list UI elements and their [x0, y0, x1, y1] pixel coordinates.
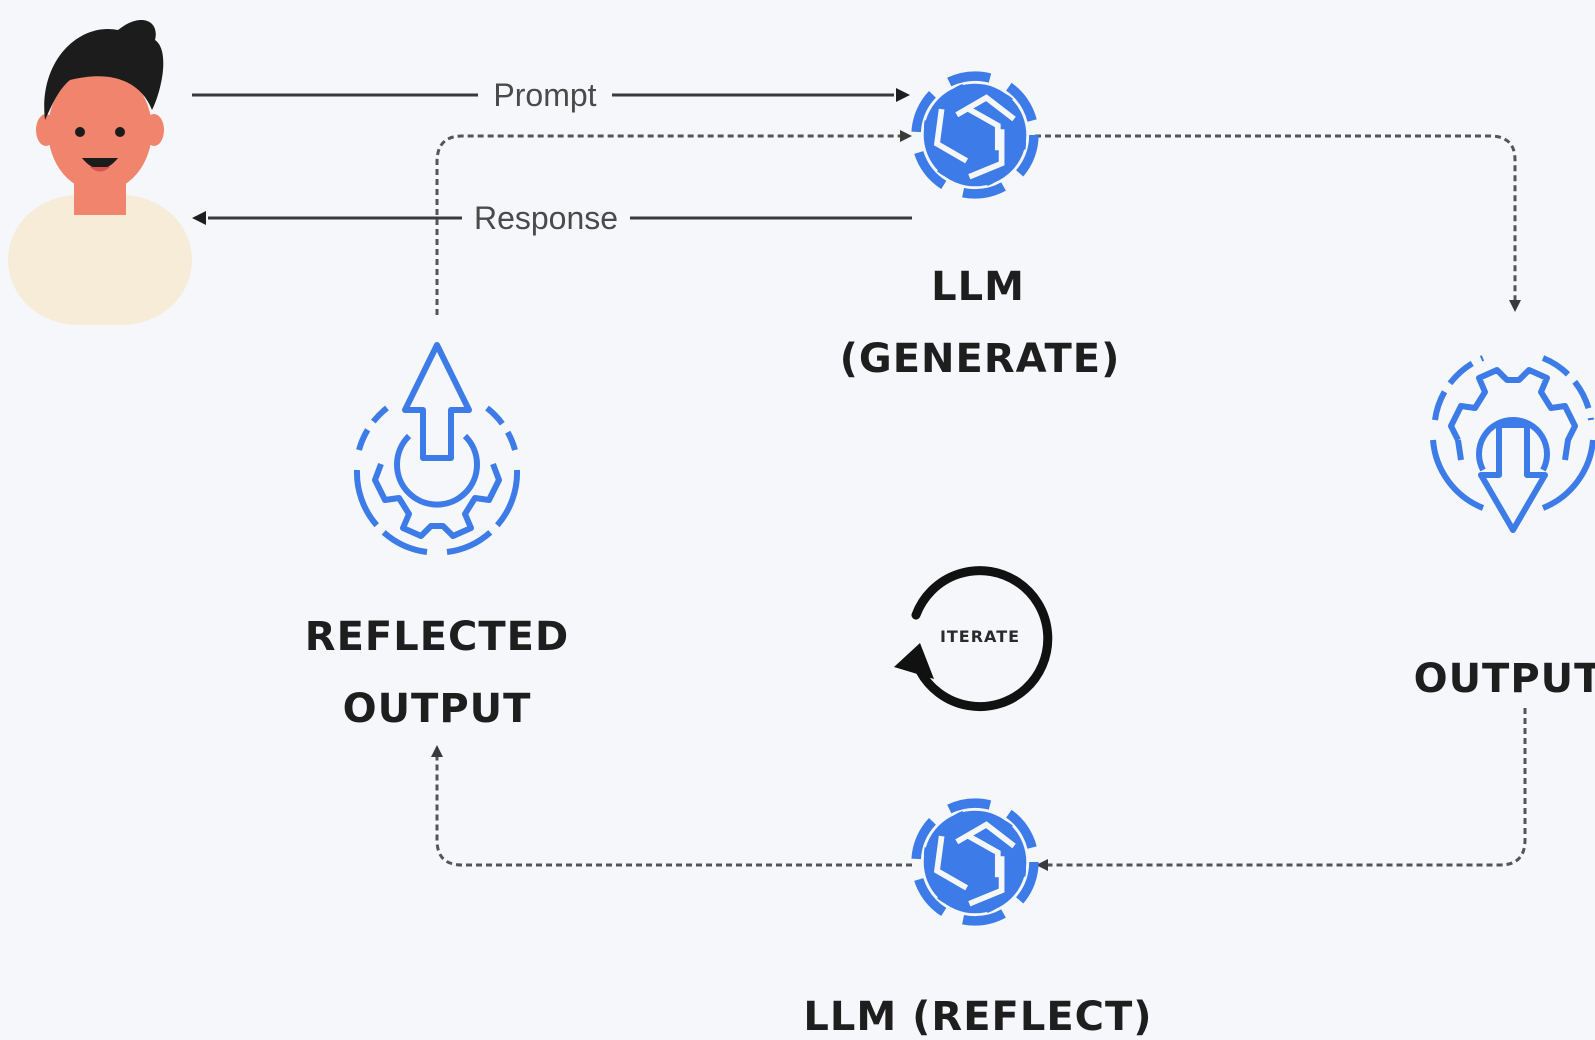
user-avatar-icon: [8, 19, 192, 325]
loop-arrowhead-reflect: [1036, 859, 1048, 871]
iterate-label: ITERATE: [940, 627, 1020, 646]
output-label: OUTPUT: [1414, 656, 1595, 702]
iteration-loop-path: [435, 134, 1527, 867]
llm-generate-label-line2: (GENERATE): [840, 336, 1121, 382]
loop-arrowhead-reflected: [431, 745, 443, 757]
openai-logo-icon: [916, 803, 1034, 921]
response-label: Response: [474, 200, 618, 236]
prompt-arrow: [192, 88, 910, 102]
gear-up-arrow-icon: [353, 342, 521, 555]
prompt-label: Prompt: [493, 77, 596, 113]
reflected-output-label-line1: REFLECTED: [305, 614, 569, 660]
llm-reflect-label: LLM (REFLECT): [803, 994, 1152, 1040]
llm-generate-label-line1: LLM: [931, 264, 1025, 310]
openai-logo-icon: [916, 76, 1034, 194]
refresh-cycle-icon: [894, 566, 1053, 712]
loop-arrowhead-output: [1509, 300, 1521, 312]
reflected-output-label-line2: OUTPUT: [343, 686, 532, 732]
response-arrow: [192, 211, 912, 225]
gear-down-arrow-icon: [1430, 355, 1595, 533]
loop-arrowhead-generate: [900, 130, 912, 142]
